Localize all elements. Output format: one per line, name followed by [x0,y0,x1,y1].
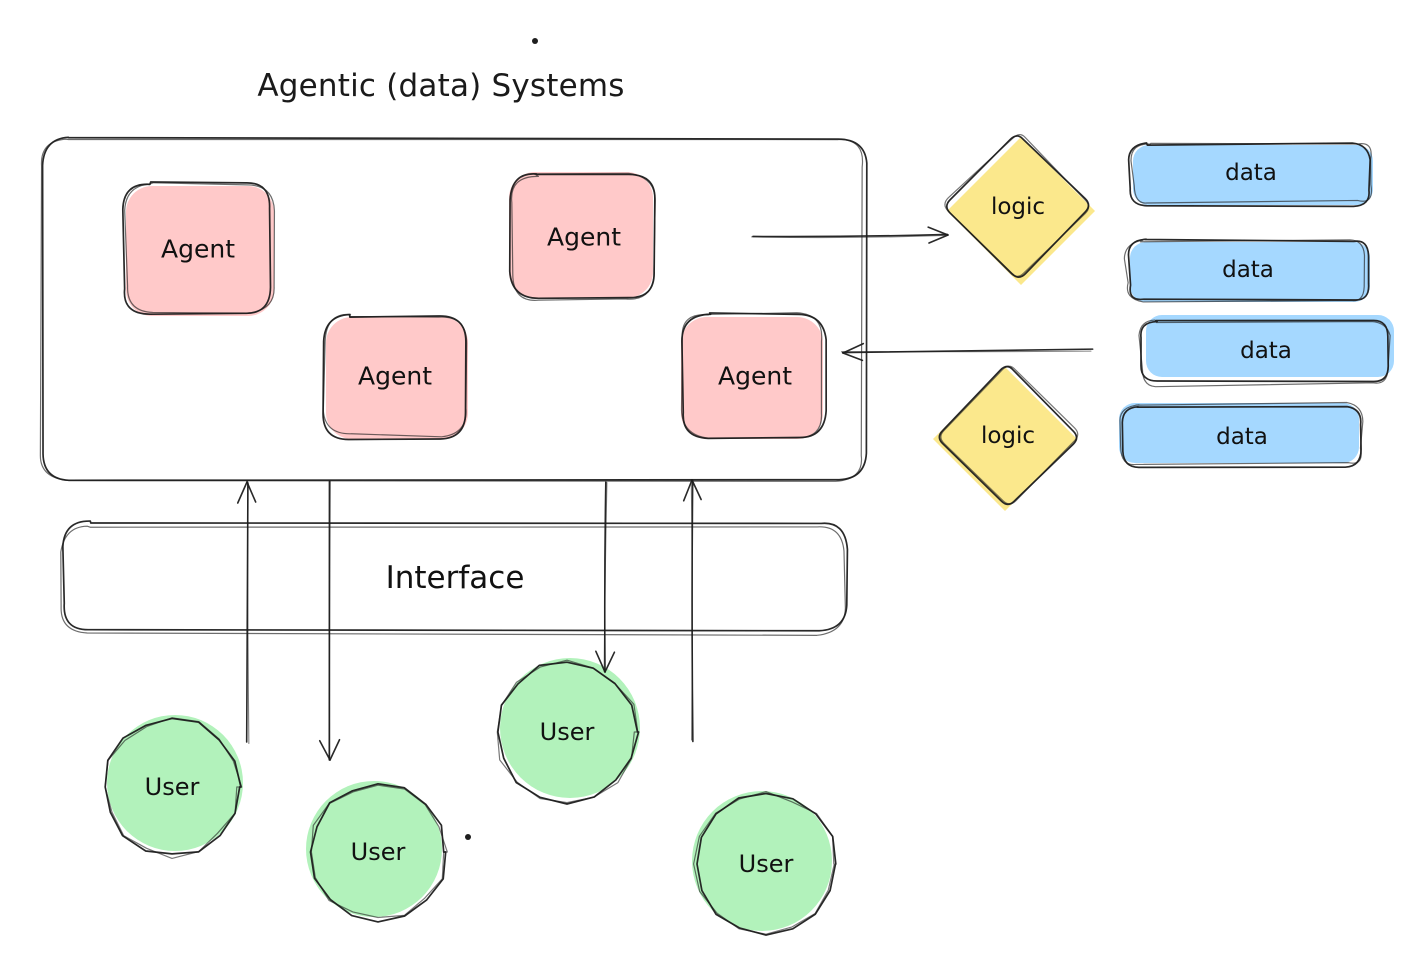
user-node[interactable] [692,791,837,936]
user-to-system-left-head-a [246,481,257,503]
system-to-user-mid-shaft-2 [603,481,608,673]
agent-node-outline [121,181,272,316]
interface-node-outline [62,520,849,632]
user-node[interactable] [496,658,640,805]
user-to-system-left-head-b [236,481,248,504]
agentic-system-boundary-outline [41,136,868,482]
data-node[interactable] [1119,401,1364,469]
data-node-outline-2 [1123,239,1366,303]
agents-to-logic-head-b [927,226,949,236]
data-node-outline [1127,238,1370,301]
agents-to-logic-shaft [752,233,949,238]
data-to-agents-head-b [842,352,864,362]
interface-node[interactable] [60,520,849,636]
data-to-agents-head-a [842,342,865,354]
system-to-user-left [318,480,341,761]
agent-node[interactable] [322,313,468,441]
system-to-user-mid [595,481,616,673]
user-node-outline [696,792,837,936]
user-node[interactable] [306,781,448,923]
data-to-agents-shaft-2 [841,350,1092,353]
user-to-system-left-shaft-2 [247,480,250,744]
data-node[interactable] [1138,315,1394,388]
agent-node[interactable] [680,312,828,440]
data-node-outline-2 [1130,142,1373,204]
data-node-outline-2 [1119,401,1364,466]
system-to-user-left-shaft-2 [329,480,331,760]
agents-to-logic-shaft-2 [750,234,948,239]
stray-dot [465,834,471,840]
system-to-user-mid-head-a [595,650,606,673]
system-to-user-left-head-b [329,738,341,761]
agents-to-logic-head-a [928,234,949,244]
data-to-agents [841,342,1094,362]
user-to-system-right-head-b [682,479,693,502]
logic-node[interactable] [944,134,1095,285]
system-to-user-mid-head-b [604,651,616,673]
agent-node[interactable] [508,172,656,301]
agents-to-logic [750,226,949,244]
agent-node-outline-2 [511,172,656,301]
user-to-system-right-head-a [691,479,702,501]
data-node[interactable] [1127,142,1373,208]
stray-dot [532,38,538,44]
interface-node-outline-2 [60,525,846,636]
data-node-outline-2 [1138,319,1391,388]
data-node[interactable] [1123,238,1370,303]
agent-node-outline-2 [322,313,468,438]
agent-node-outline-2 [124,182,276,314]
user-node-outline [309,782,447,923]
user-to-system-right [682,479,702,743]
user-to-system-left [236,480,257,744]
logic-node-outline [938,365,1078,506]
data-node-outline [1127,142,1372,208]
user-node-outline-2 [310,784,448,919]
system-to-user-left-head-a [318,739,331,761]
user-node-outline-2 [104,717,243,859]
logic-node-outline-2 [944,134,1090,277]
agent-node[interactable] [121,181,276,316]
logic-node-outline-2 [940,365,1079,505]
user-node-outline-2 [496,659,639,804]
agentic-system-boundary-outline-2 [39,138,864,482]
user-node-outline-2 [693,791,835,935]
user-to-system-right-shaft-2 [690,479,693,741]
user-node[interactable] [104,715,243,859]
agent-node-outline-2 [680,312,823,439]
logic-node[interactable] [933,365,1079,511]
data-node-outline [1121,405,1362,469]
